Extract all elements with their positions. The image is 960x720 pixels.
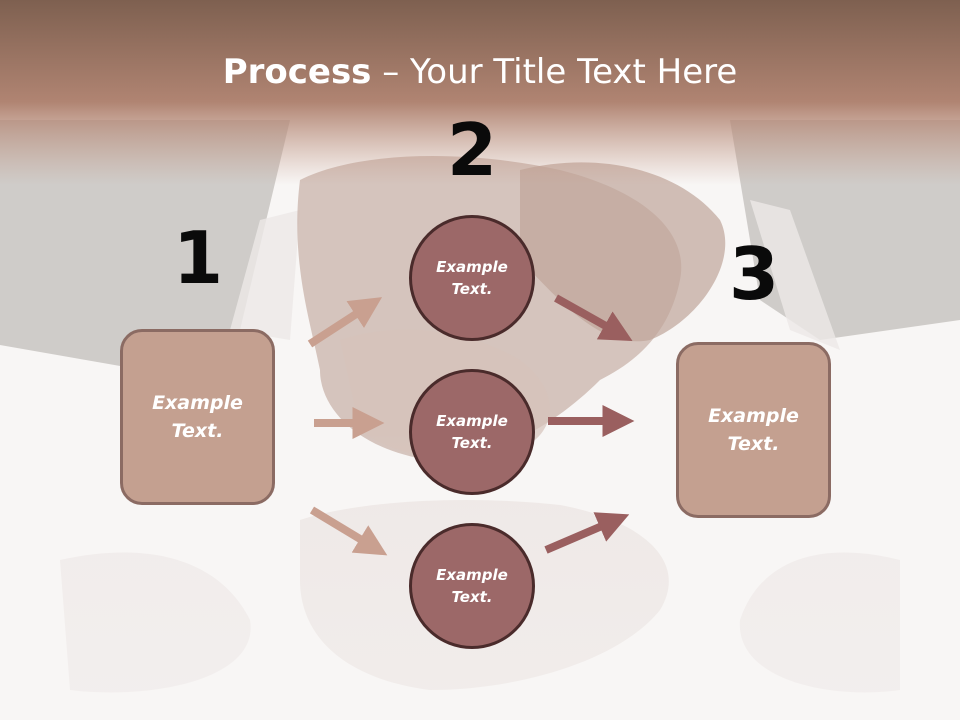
step-3-box: Example Text.	[676, 342, 831, 518]
step-2-circle-middle: Example Text.	[409, 369, 535, 495]
step-1-box: Example Text.	[120, 329, 275, 505]
step-number-3: 3	[728, 232, 780, 316]
slide-title: Process – Your Title Text Here	[0, 52, 960, 92]
arrow-out-bottom	[544, 512, 630, 554]
step-2-circle-top: Example Text.	[409, 215, 535, 341]
arrow-in-top	[307, 297, 383, 348]
step-2-text-middle: Example Text.	[436, 411, 508, 453]
step-number-1: 1	[172, 216, 224, 300]
step-number-2: 2	[446, 108, 498, 192]
step-3-text: Example Text.	[708, 404, 799, 456]
step-2-text-top: Example Text.	[436, 257, 508, 299]
step-1-text: Example Text.	[152, 391, 243, 443]
title-rest: – Your Title Text Here	[371, 52, 738, 92]
arrow-in-bottom	[309, 506, 388, 556]
arrow-out-top	[554, 294, 633, 342]
step-2-circle-bottom: Example Text.	[409, 523, 535, 649]
step-2-text-bottom: Example Text.	[436, 565, 508, 607]
title-bold: Process	[222, 52, 372, 92]
